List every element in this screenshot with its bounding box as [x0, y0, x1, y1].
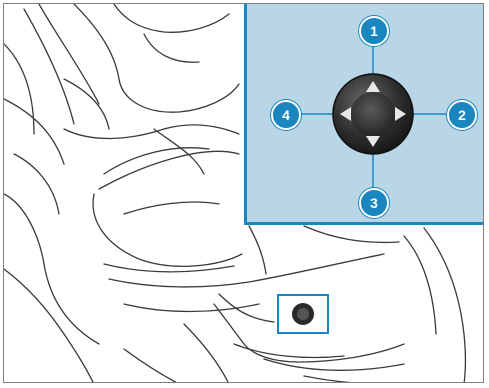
- callout-2: 2: [447, 100, 477, 130]
- callout-4: 4: [271, 100, 301, 130]
- seat-switch-highlight: [277, 294, 329, 334]
- callout-3: 3: [359, 188, 389, 218]
- figure-frame: 1 2 3 4: [3, 3, 484, 383]
- small-knob-icon: [279, 296, 327, 332]
- callout-1: 1: [359, 16, 389, 46]
- switch-detail-inset: 1 2 3 4: [244, 4, 484, 225]
